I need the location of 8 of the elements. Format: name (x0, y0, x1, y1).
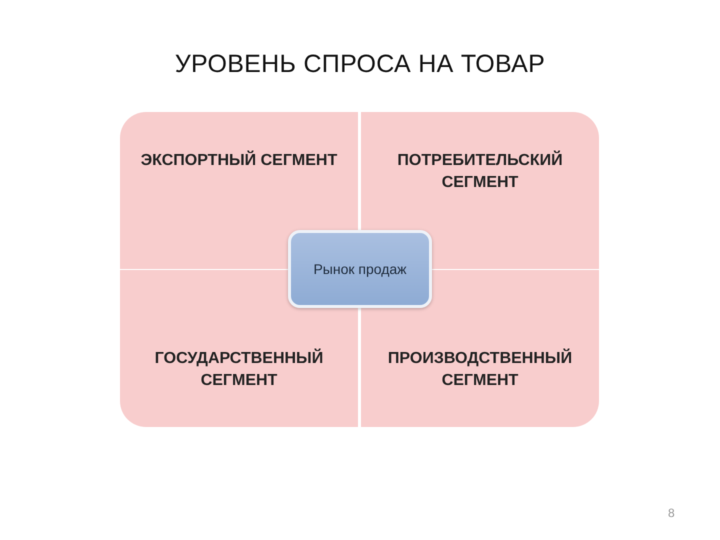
page-number: 8 (668, 506, 675, 520)
center-box (288, 230, 432, 308)
segment-label: ЭКСПОРТНЫЙ СЕГМЕНТ (140, 150, 338, 171)
title: УРОВЕНЬ СПРОСА НА ТОВАР (174, 50, 546, 79)
segment-label: ГОСУДАРСТВЕННЫЙ СЕГМЕНТ (154, 348, 324, 391)
segment-label: ПОТРЕБИТЕЛЬСКИЙ СЕГМЕНТ (396, 150, 564, 193)
center-label: Рынок продаж (313, 261, 407, 277)
segment-label: ПРОИЗВОДСТВЕННЫЙ СЕГМЕНТ (386, 348, 574, 391)
